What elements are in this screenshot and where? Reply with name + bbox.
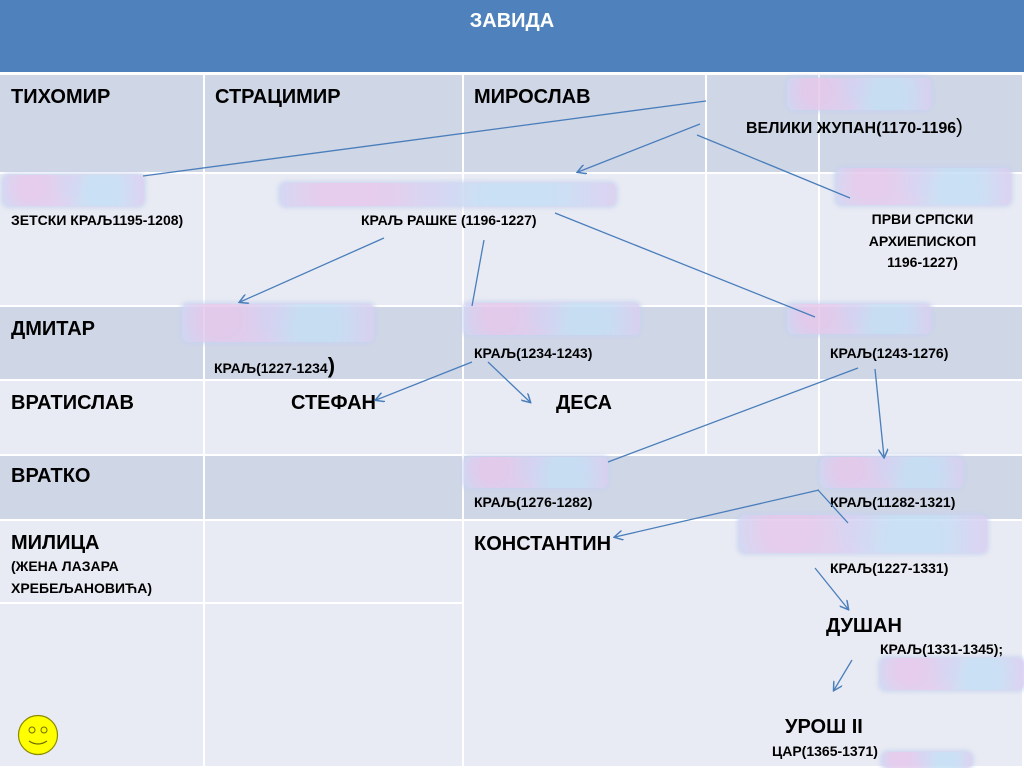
table-cell: [0, 307, 205, 381]
blurred-name: [3, 175, 144, 206]
connector-arrow: [814, 567, 848, 609]
connector-line: [607, 367, 859, 463]
node-veliki-zupan: ВЕЛИКИ ЖУПАН(1170-1196): [746, 116, 963, 138]
blurred-name: [464, 303, 640, 335]
page-title: ЗАВИДА: [469, 10, 555, 32]
connector-line: [142, 100, 707, 177]
node-tihomir: ТИХОМИР: [11, 86, 111, 108]
table-cell: [0, 75, 205, 174]
connector-arrow: [240, 237, 385, 302]
node-zetski-kralj: ЗЕТСКИ КРАЉ1195-1208): [11, 212, 184, 228]
node-arhiepiskop-2: АРХИЕПИСКОП: [868, 233, 977, 249]
node-miroslav: МИРОСЛАВ: [474, 86, 591, 108]
node-arhiepiskop-3: 1196-1227): [887, 254, 958, 270]
table-cell: [0, 456, 205, 521]
connector-arrow: [834, 659, 853, 690]
node-arhiepiskop-1: ПРВИ СРПСКИ: [871, 211, 974, 227]
table-cell: [205, 381, 464, 456]
table-cell: [0, 521, 205, 604]
table-cell: [205, 456, 464, 521]
blurred-name: [280, 183, 616, 206]
node-milica: МИЛИЦА: [11, 532, 100, 554]
table-cell: [820, 381, 1024, 456]
table-cell: [707, 174, 820, 307]
node-dmitar: ДМИТАР: [11, 318, 96, 340]
blurred-name: [880, 658, 1024, 690]
node-kralj-1234: КРАЉ(1234-1243): [474, 345, 593, 361]
blurred-name: [739, 515, 987, 553]
connector-arrow: [615, 489, 820, 537]
table-cell: [464, 521, 1024, 768]
table-cell: [205, 604, 464, 768]
connector-arrow: [376, 361, 473, 400]
node-kralj-1331: КРАЉ(1331-1345);: [880, 641, 1004, 657]
connector-arrow: [874, 368, 884, 457]
node-kralj-1276: КРАЉ(1276-1282): [474, 494, 593, 510]
blurred-name: [787, 304, 931, 334]
node-kralj-11282: КРАЉ(11282-1321): [830, 494, 956, 510]
connector-line: [817, 489, 849, 524]
node-kralj-1227: КРАЉ(1227-1234): [214, 353, 336, 378]
node-desa: ДЕСА: [556, 392, 612, 414]
blurred-name: [820, 457, 963, 488]
table-cell: [205, 521, 464, 604]
node-kralj-1227-1331: КРАЉ(1227-1331): [830, 560, 949, 576]
node-stracimir: СТРАЦИМИР: [215, 86, 341, 108]
connector-line: [554, 212, 816, 318]
node-stefan: СТЕФАН: [291, 392, 376, 414]
blurred-name: [182, 304, 374, 342]
table-cell: [0, 381, 205, 456]
node-kralj-raske: КРАЉ РАШКЕ (1196-1227): [361, 212, 537, 228]
table-cell: [464, 75, 707, 174]
blurred-name: [464, 457, 608, 488]
smiley-icon: [17, 714, 59, 756]
connector-line: [471, 239, 485, 307]
blurred-name: [787, 78, 931, 110]
header-divider: [0, 72, 1024, 75]
node-uros: УРОШ II: [785, 716, 863, 738]
blurred-name: [836, 168, 1011, 205]
node-milica-note-2: ХРЕБЕЉАНОВИЋА): [11, 580, 153, 596]
header-bar: [0, 0, 1024, 72]
node-vratko: ВРАТКО: [11, 465, 91, 487]
node-milica-note-1: (ЖЕНА ЛАЗАРА: [11, 558, 119, 574]
node-car: ЦАР(1365-1371): [772, 743, 878, 759]
blurred-name: [882, 752, 972, 768]
node-vratislav: ВРАТИСЛАВ: [11, 392, 134, 414]
connector-arrow: [487, 361, 530, 402]
table-cell: [464, 381, 707, 456]
node-konstantin: КОНСТАНТИН: [474, 533, 612, 555]
node-kralj-1243: КРАЉ(1243-1276): [830, 345, 949, 361]
node-dusan: ДУШАН: [826, 615, 902, 637]
table-cell: [707, 381, 820, 456]
table-cell: [205, 75, 464, 174]
connector-line: [696, 134, 851, 199]
connector-arrow: [578, 123, 701, 172]
